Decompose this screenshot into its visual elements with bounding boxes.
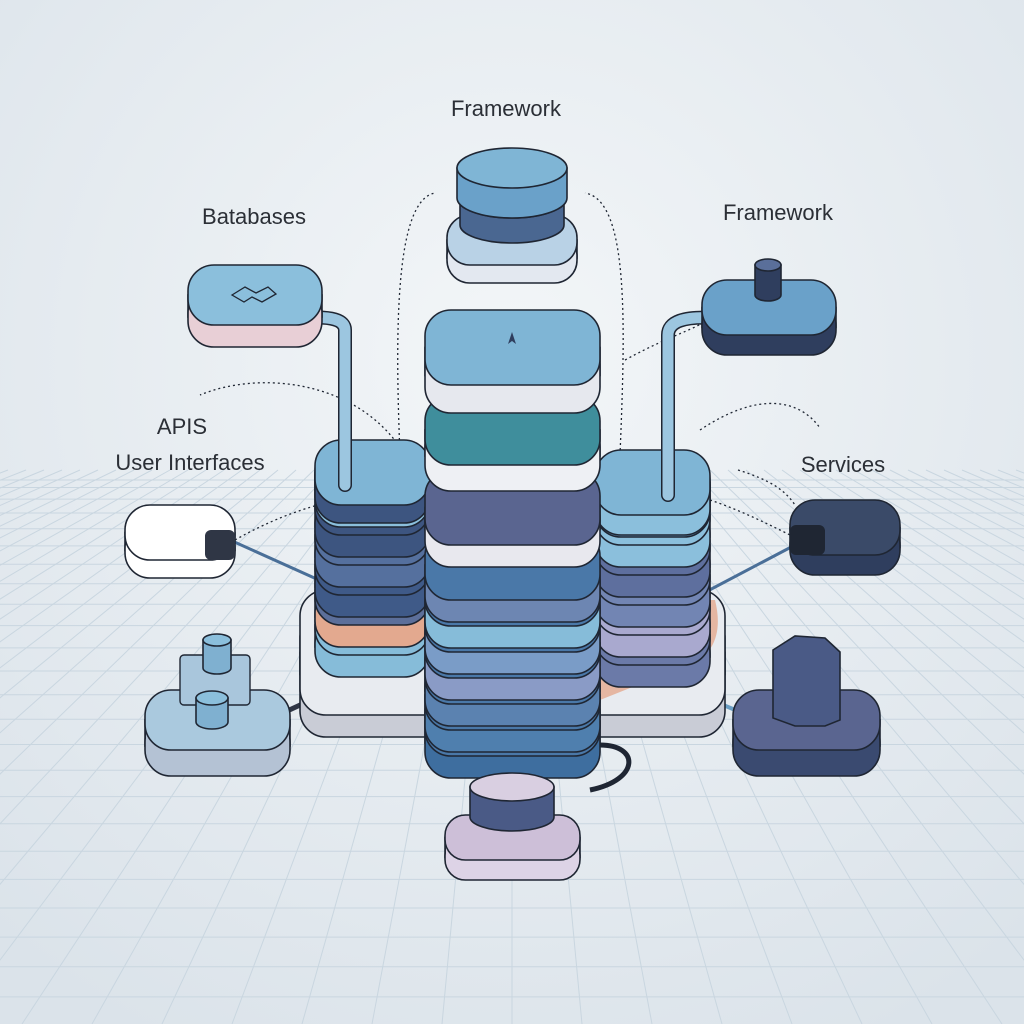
grid-line [0,469,171,566]
cylinder-side [195,697,229,730]
right-stack-top [594,449,711,536]
ui-tile-port [205,530,235,560]
label-user-interfaces: User Interfaces [115,450,264,475]
framework-cylinder-top [456,147,568,219]
framework-base [446,214,578,284]
bottom-center-cylinder [469,772,555,832]
cylinder-side [754,264,782,302]
grid-line [781,469,1024,643]
slab-top [314,439,431,506]
grid-line [817,469,1024,600]
cylinder-top [469,772,555,802]
grid-line [853,469,1024,566]
dotted-arrow [199,382,406,456]
label-apis: APIS [157,414,207,439]
grid-line [691,469,1024,825]
slab-top [424,309,601,386]
link [699,543,796,597]
grid-line [0,469,351,886]
dotted-arrow [584,192,624,456]
center-slab-1 [424,309,601,414]
cylinder-top [456,147,568,189]
shapes [124,147,901,881]
dotted-arrow [397,192,436,456]
cylinder-top [195,690,229,706]
bottom-left-cylinder-small [195,690,229,730]
label-framework-top: Framework [451,96,562,121]
grid-line [0,469,243,643]
bottom-right-block [772,635,841,727]
grid-line [0,469,207,600]
slab-top [594,449,711,516]
cylinder-side [202,639,232,675]
bottom-left-cylinder [202,633,232,675]
left-stack-top [314,439,431,524]
label-framework-right: Framework [723,200,834,225]
grid-line [0,469,189,582]
slab-top [187,264,323,326]
curved-arrow [589,742,632,793]
database-glyph-icon [230,286,278,303]
cylinder-top [202,633,232,647]
label-services: Services [801,452,885,477]
link [229,538,331,587]
cylinder-top [754,258,782,272]
databases-tile [187,264,323,348]
label-databases: Batabases [202,204,306,229]
grid-line [0,469,225,620]
grid-line [799,469,1024,620]
bottom-right-node [732,689,881,777]
framework-right-cylinder [754,258,782,302]
dotted-arrow [699,402,821,431]
sparkle-icon [508,332,516,344]
dotted-arrow [709,499,791,536]
bottom-center-node [444,814,581,881]
grid-line [0,469,333,825]
dotted-arrow [234,504,319,541]
grid-line [835,469,1024,582]
services-port [790,525,825,555]
grid-line [673,469,1024,886]
